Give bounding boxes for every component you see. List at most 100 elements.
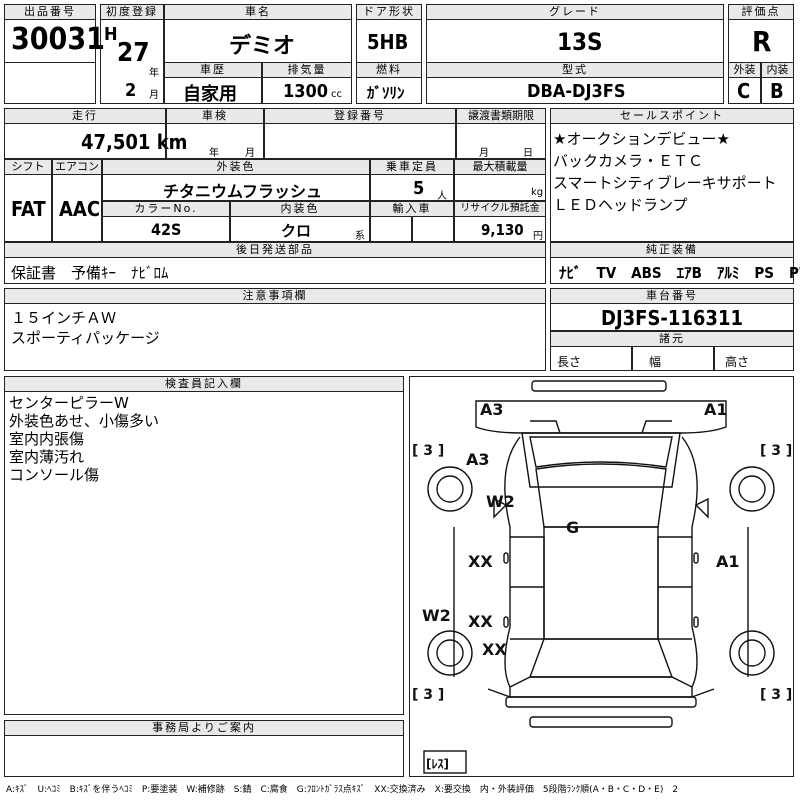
length-label: 長さ (557, 355, 582, 369)
mark-g: G (566, 518, 579, 537)
ac: AAC (59, 197, 101, 221)
width-cell: 幅 (632, 346, 714, 371)
first-reg-cell: H 27 年 2 月 (100, 19, 164, 104)
shift-label: シフト (4, 159, 52, 175)
mileage-cell: 47,501 km (4, 123, 187, 159)
notes-line: スポーティパッケージ (11, 329, 160, 347)
mark-a1-top: A1 (704, 400, 728, 419)
color-cell: チタニウムフラッシュ (102, 174, 370, 201)
payload-unit: kg (531, 187, 544, 198)
mirror-right (694, 497, 709, 519)
mark-w2-front: W2 (486, 492, 515, 511)
length-cell: 長さ (550, 346, 632, 371)
taillight-right (691, 688, 715, 698)
mileage: 47,501 km (81, 130, 188, 154)
color-no-cell: 42S (102, 216, 230, 242)
lot-blank (4, 62, 96, 104)
color-no-label: カラーNo. (102, 201, 230, 217)
chassis-number: DJ3FS-116311 (601, 306, 743, 330)
equip-cell: ﾅﾋﾞ TV ABS ｴｱB ｱﾙﾐ PS PW (550, 257, 800, 284)
handle (693, 616, 699, 628)
shift: FAT (11, 197, 46, 221)
fuel-cell: ｶﾞｿﾘﾝ (356, 77, 422, 104)
reg-no-label: 登録番号 (264, 108, 456, 124)
later-cell: 保証書 予備ｷｰ ﾅﾋﾞﾛﾑ (4, 257, 546, 284)
interior-color: クロ (281, 222, 312, 240)
color: チタニウムフラッシュ (163, 182, 323, 201)
interior-unit: 系 (355, 231, 365, 242)
sales-cell: ★オークションデビュー★ バックカメラ・ＥＴＣ スマートシティブレーキサポート … (550, 123, 794, 242)
recycle-amount: 9,130 (481, 221, 524, 239)
tire-fl: [ 3 ] (412, 443, 444, 459)
inspection-label: 車検 (166, 108, 264, 124)
car-name-cell: デミオ (164, 19, 352, 63)
rear-glass (528, 638, 674, 678)
mark-a3-hood: A3 (466, 450, 490, 469)
transfer-day: 日 (523, 148, 533, 159)
wheel-rr-hub (738, 639, 766, 667)
door-type: 5HB (367, 30, 409, 54)
payload-cell: kg (454, 174, 546, 201)
inspection-cell: 年 月 (166, 123, 264, 159)
recycle-label: リサイクル預託金 (454, 201, 546, 217)
wheel-rl (427, 630, 473, 676)
inspector-line: コンソール傷 (9, 466, 100, 484)
notes-label: 注意事項欄 (4, 288, 546, 304)
roof (543, 526, 659, 640)
lot-cell: 30031 (4, 19, 105, 63)
transfer-month: 月 (479, 148, 489, 159)
headlight-left (530, 420, 561, 434)
legend: A:ｷｽﾞ U:ﾍｺﾐ B:ｷｽﾞを伴うﾍｺﾐ P:要塗装 W:補修跡 S:錆 … (6, 785, 679, 795)
model-code: DBA-DJ3FS (527, 81, 626, 102)
wheel-rl-hub (436, 639, 464, 667)
payload-label: 最大積載量 (454, 159, 546, 175)
rear-bumper-inner (505, 696, 697, 708)
width-label: 幅 (649, 355, 662, 369)
tire-fr: [ 3 ] (760, 443, 792, 459)
hood-front-panel (475, 400, 727, 434)
handle (503, 616, 509, 628)
sales-line: ★オークションデビュー★ (553, 130, 730, 148)
insp-month-unit: 月 (245, 148, 255, 159)
wheel-fr-hub (738, 475, 766, 503)
right-doors (657, 536, 692, 640)
model-label: 型式 (426, 62, 724, 78)
later-label: 後日発送部品 (4, 242, 546, 258)
mark-a1-right: A1 (716, 552, 740, 571)
mark-w2-left: W2 (422, 606, 451, 625)
displacement: 1300 (283, 81, 329, 102)
capacity: 5 (413, 178, 425, 199)
int-score-cell: B (761, 77, 794, 104)
shift-cell: FAT (4, 174, 52, 242)
ext-score: C (737, 79, 751, 103)
mirror-left (493, 497, 508, 519)
height-label: 高さ (725, 355, 750, 369)
ac-cell: AAC (52, 174, 102, 242)
door-label: ドア形状 (356, 4, 422, 20)
grade-cell: 13S (426, 19, 724, 63)
inspector-line: センターピラーW (9, 394, 129, 412)
car-outline: A3 A1 A3 W2 G XX A1 W2 XX XX [ 3 ] [ 3 ]… (412, 380, 792, 774)
taillight-left (487, 688, 511, 698)
wheel-fr (729, 466, 775, 512)
score-label: 評価点 (728, 4, 794, 20)
displacement-label: 排気量 (262, 62, 352, 78)
grade-label: グレード (426, 4, 724, 20)
capacity-label: 乗車定員 (370, 159, 454, 175)
ext-score-label: 外装 (728, 62, 761, 78)
handle (693, 552, 699, 564)
color-label: 外装色 (102, 159, 370, 175)
tire-rr: [ 3 ] (760, 687, 792, 703)
lot-number: 30031 (11, 22, 105, 57)
sales-line: ＬＥＤヘッドランプ (553, 196, 688, 214)
interior-label: 内装色 (230, 201, 370, 217)
import-cell-a (370, 216, 412, 242)
reg-year: 27 (117, 38, 150, 68)
inspector-line: 室内薄汚れ (9, 448, 85, 466)
transfer-label: 譲渡書類期限 (456, 108, 546, 124)
inspector-line: 外装色あせ、小傷多い (9, 412, 160, 430)
height-cell: 高さ (714, 346, 794, 371)
inspector-cell: センターピラーW 外装色あせ、小傷多い 室内内張傷 室内薄汚れ コンソール傷 (4, 391, 404, 715)
int-score: B (770, 79, 784, 103)
left-front-fender (504, 436, 521, 688)
